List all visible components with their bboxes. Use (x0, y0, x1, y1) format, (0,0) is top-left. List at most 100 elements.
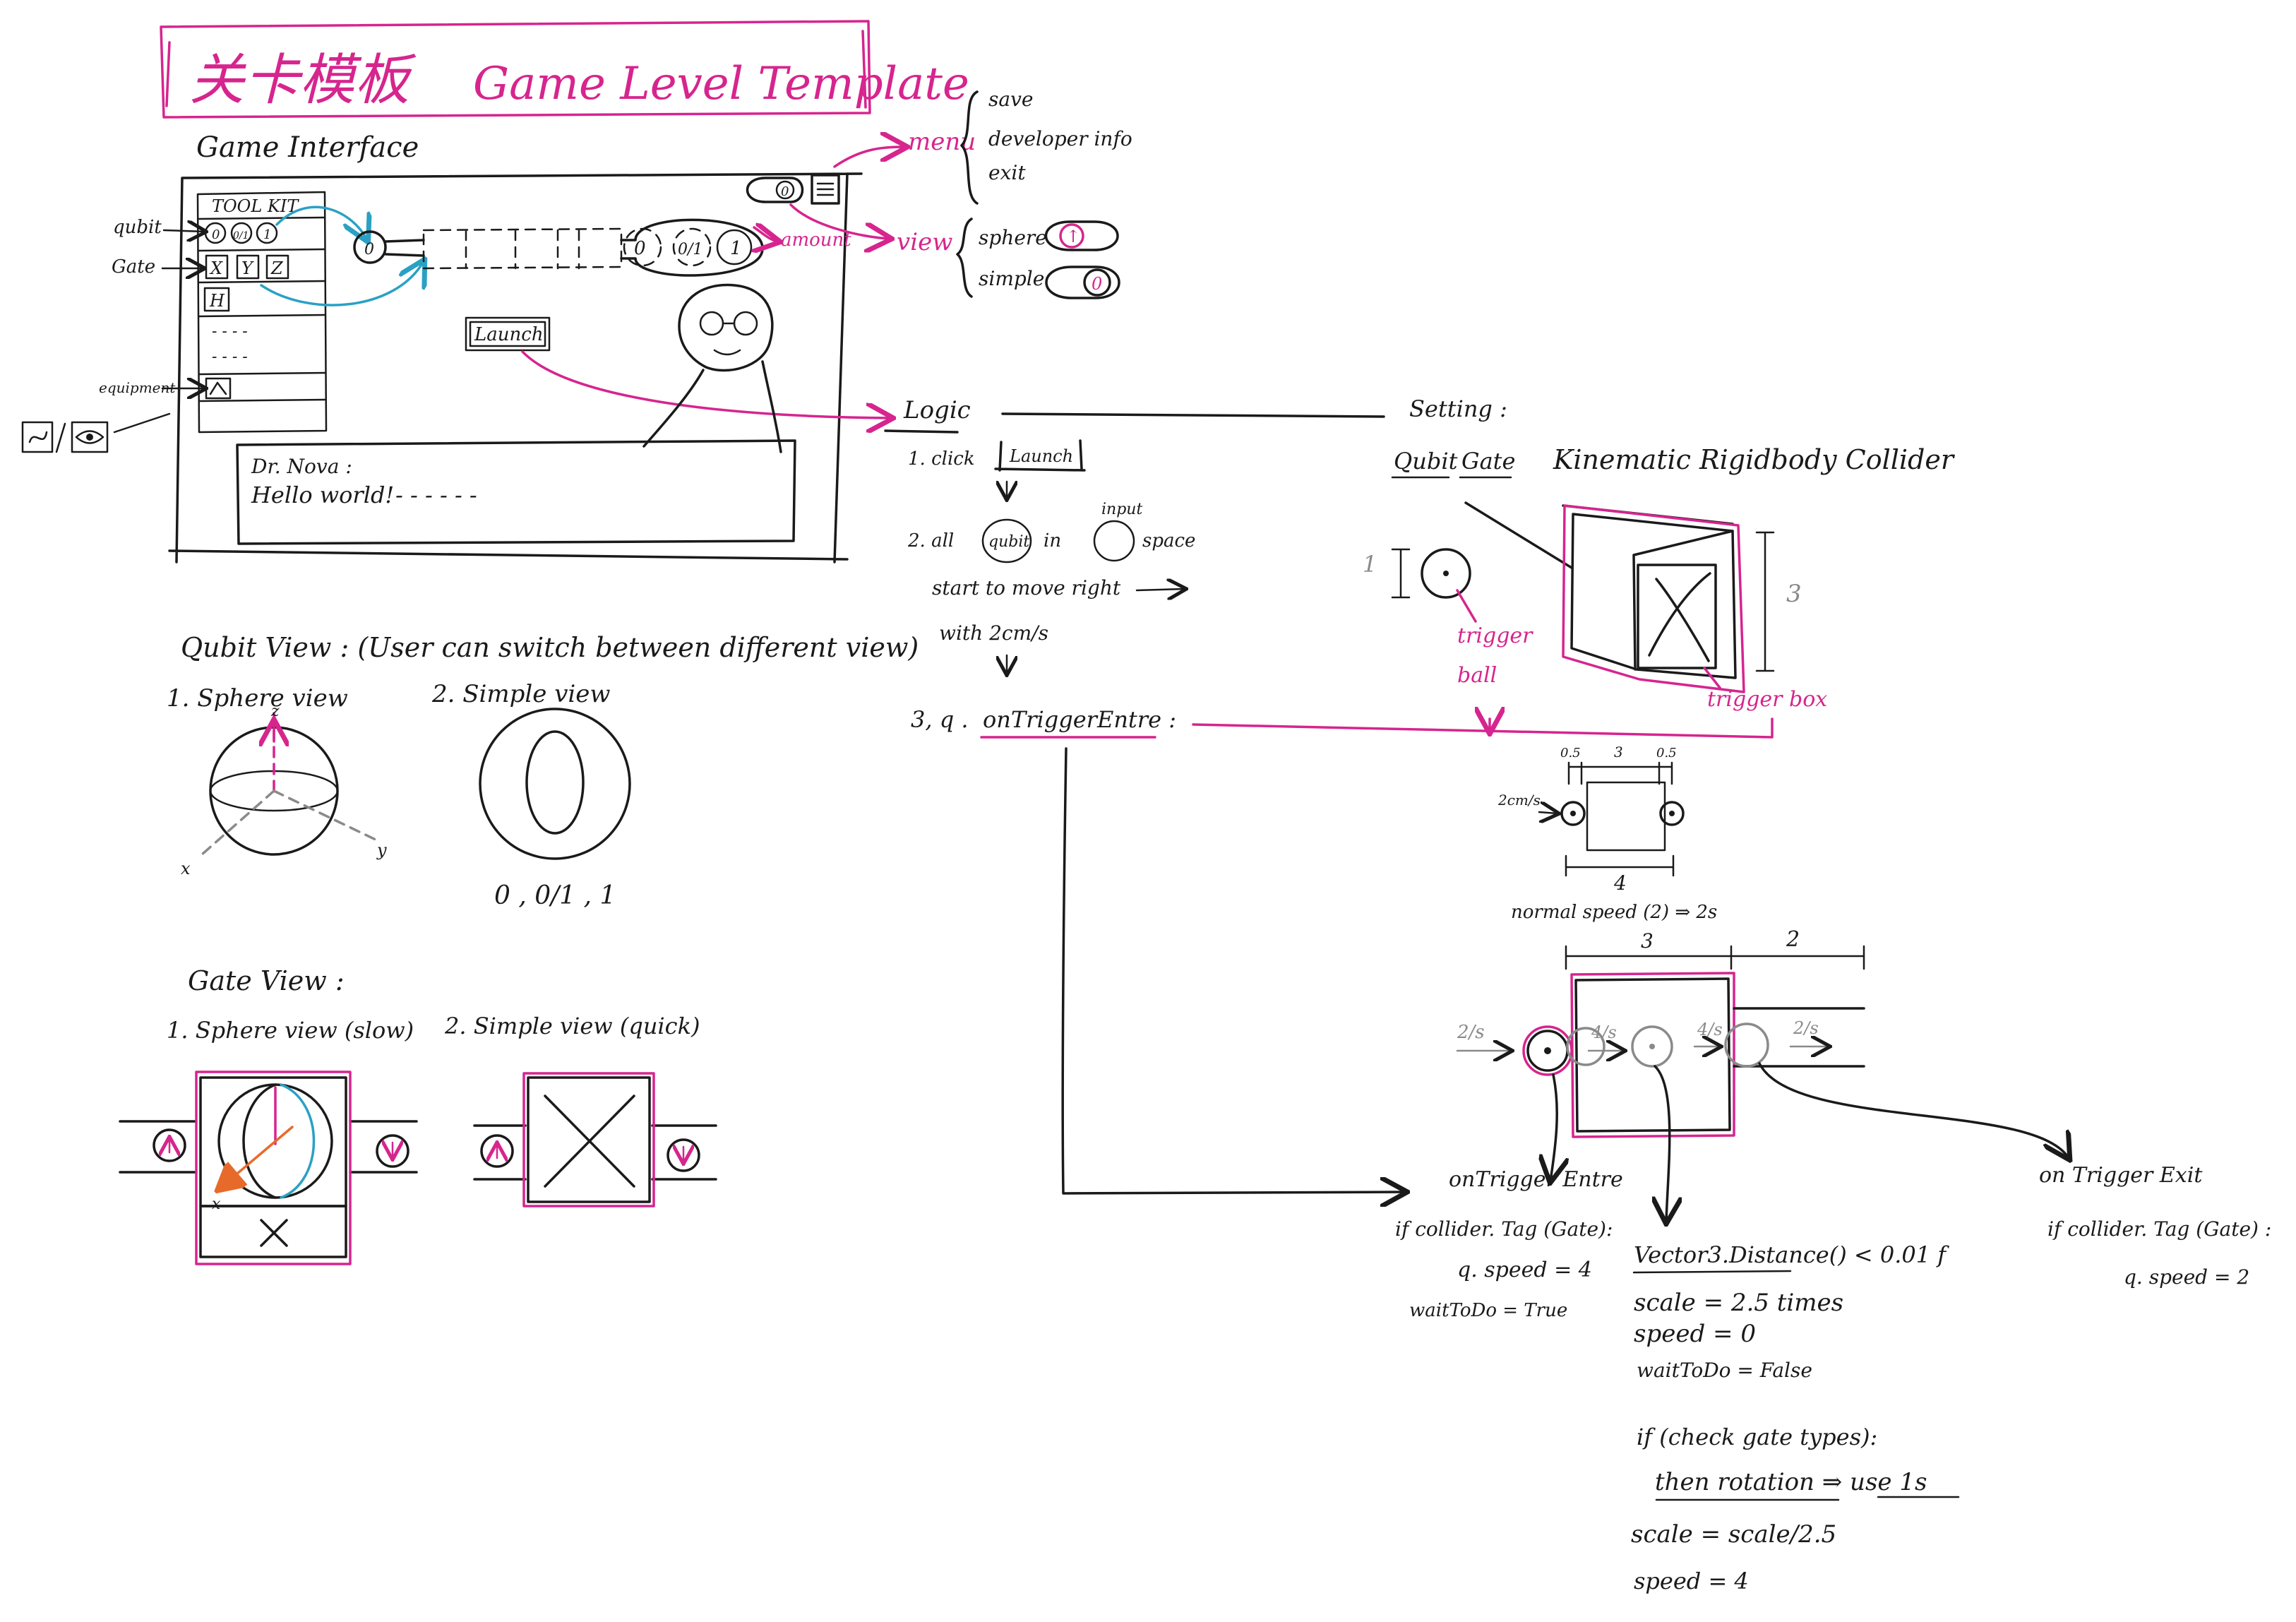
type-line: speed = 4 (1634, 1568, 1749, 1594)
normal-speed: normal speed (2) ⇒ 2s (1511, 902, 1717, 923)
qubit-token-label: 0/1 (233, 230, 249, 241)
svg-text:2: 2 (1786, 927, 1800, 952)
center-line: scale = 2.5 times (1634, 1289, 1843, 1317)
qubit-view-item: 2. Simple view (431, 680, 611, 708)
svg-text:0/1: 0/1 (678, 241, 702, 258)
gate-token-label: Z (270, 258, 284, 278)
svg-text:3: 3 (1786, 580, 1802, 608)
menu-item: exit (988, 161, 1026, 184)
game-interface: Game Interface TOOL KIT 0 0/1 1 X Y Z (21, 131, 905, 563)
qubit-token-1[interactable] (256, 222, 278, 244)
toolkit-dash-row: - - - - (212, 323, 248, 340)
logic-section: Logic 1. click Launch 2. all qubit in in… (884, 396, 1774, 1193)
qubit-side-label: qubit (113, 217, 162, 238)
axis-label: x (181, 859, 191, 878)
logic-step: 3, q . (911, 706, 969, 733)
toolkit-label: TOOL KIT (212, 196, 299, 216)
logic-step: 2. all (907, 530, 954, 551)
svg-text:ball: ball (1457, 663, 1497, 688)
menu-button[interactable] (811, 174, 840, 205)
enter-title: onTrigger Entre (1449, 1167, 1623, 1192)
eye-icon[interactable] (71, 421, 109, 453)
simple-view-toggle[interactable]: 0 (1045, 266, 1120, 299)
svg-text:trigger box: trigger box (1707, 687, 1827, 712)
svg-text:1: 1 (730, 238, 742, 259)
view-legend: view sphere simple ↑ 0 (897, 217, 1120, 299)
gate-token-label: Y (241, 258, 254, 278)
qubit-token-superposition[interactable] (230, 222, 253, 244)
svg-text:2/s: 2/s (1793, 1018, 1819, 1038)
center-line: waitToDo = False (1637, 1359, 1812, 1382)
toolkit-qubit-row: 0 0/1 1 (204, 222, 278, 244)
gate-token-label: H (209, 291, 225, 311)
amount-label: amount (781, 229, 851, 251)
logic-event: onTriggerEntre : (983, 706, 1176, 733)
title-zh: 关卡模板 (189, 49, 417, 112)
launch-button[interactable]: Launch (465, 316, 551, 352)
setting-heading: Setting : (1409, 395, 1507, 422)
track-qubit (623, 227, 662, 267)
qubit-states: 0 , 0/1 , 1 (494, 881, 616, 910)
toolkit-dash-row: - - - - (212, 348, 248, 366)
trigger-exit-block: on Trigger Exit if collider. Tag (Gate) … (2039, 1163, 2271, 1289)
view-item: sphere (979, 226, 1047, 249)
svg-text:x: x (212, 1195, 221, 1213)
interface-label: Game Interface (196, 131, 419, 164)
svg-text:Launch: Launch (474, 324, 544, 345)
qubit-track: 0 0 0/1 1 amount (353, 218, 851, 277)
trigger-ball (1421, 548, 1471, 599)
dialog-box: Dr. Nova : Hello world! - - - - - - (236, 439, 796, 545)
svg-text:0: 0 (634, 238, 646, 259)
svg-text:0: 0 (364, 241, 374, 258)
simple-qubit-diagram: 0 , 0/1 , 1 (479, 708, 631, 910)
center-title: Vector3.Distance() < 0.01 f (1634, 1241, 1949, 1268)
exit-title: on Trigger Exit (2039, 1163, 2203, 1188)
pause-button[interactable]: 0 (746, 177, 804, 203)
bloch-sphere-diagram: z x y (181, 703, 387, 878)
gate-side-label: Gate (112, 256, 155, 278)
setting-section: Setting : Qubit Gate Kinematic Rigidbody… (1363, 395, 1956, 712)
gate-token-z[interactable] (265, 254, 289, 280)
gate-token-label: X (209, 258, 223, 278)
center-block: Vector3.Distance() < 0.01 f scale = 2.5 … (1631, 1241, 1960, 1594)
logic-input-label: input (1101, 501, 1142, 518)
svg-text:0: 0 (1092, 274, 1102, 294)
svg-text:0.5: 0.5 (1560, 746, 1581, 761)
exit-line: if collider. Tag (Gate) : (2047, 1217, 2271, 1241)
dialog-dash: - - - - - - (395, 482, 477, 508)
center-line: speed = 0 (1634, 1320, 1756, 1348)
gate-token-h[interactable] (203, 287, 230, 312)
svg-text:2cm/s: 2cm/s (1497, 792, 1541, 809)
svg-text:2/s: 2/s (1457, 1022, 1485, 1043)
sphere-view-toggle[interactable]: ↑ (1044, 220, 1119, 251)
qubit-view-section: Qubit View : (User can switch between di… (167, 632, 919, 910)
title-block: 关卡模板 Game Level Template (160, 20, 969, 119)
logic-launch-ref: Launch (1009, 446, 1073, 466)
enter-line: if collider. Tag (Gate): (1395, 1217, 1613, 1241)
svg-text:3: 3 (1614, 744, 1623, 761)
track-qubit (672, 227, 712, 267)
svg-text:↑: ↑ (1066, 227, 1080, 246)
axis-label: y (376, 840, 387, 860)
trigger-timeline: 3 2 2/s 4/s 4/s 2/s (1456, 927, 2069, 1222)
qubit-view-heading: Qubit View : (User can switch between di… (181, 632, 919, 663)
logic-qubit-ref: qubit (988, 533, 1029, 551)
gate-view-section: Gate View : 1. Sphere view (slow) 2. Sim… (119, 965, 717, 1265)
svg-text:3: 3 (1641, 929, 1654, 953)
enter-line: waitToDo = True (1409, 1300, 1567, 1321)
type-line: then rotation ⇒ use 1s (1655, 1468, 1927, 1496)
setting-components: Kinematic Rigidbody Collider (1553, 444, 1956, 475)
qubit-token-label: 0 (212, 227, 220, 242)
logic-step-line: with 2cm/s (939, 621, 1048, 645)
menu-item: developer info (988, 127, 1132, 150)
menu-item: save (988, 88, 1033, 111)
equipment-slot[interactable] (205, 377, 232, 400)
svg-text:4/s: 4/s (1591, 1022, 1617, 1042)
gate-token-y[interactable] (236, 254, 260, 280)
toolkit-gate-row: X Y Z H (203, 254, 289, 312)
exit-line: q. speed = 2 (2124, 1265, 2249, 1289)
dialog-text: Hello world! (251, 482, 394, 508)
trigger-enter-block: onTrigger Entre if collider. Tag (Gate):… (1395, 1167, 1623, 1321)
alpha-icon[interactable] (21, 421, 54, 453)
svg-text:4/s: 4/s (1697, 1020, 1723, 1039)
